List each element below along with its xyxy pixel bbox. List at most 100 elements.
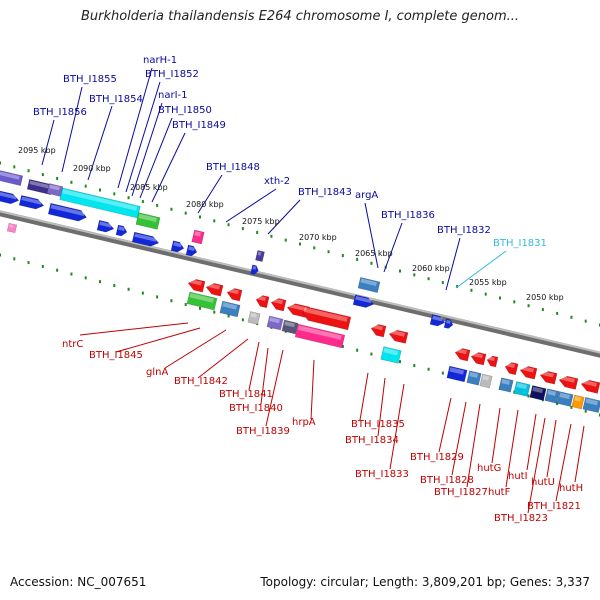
gene-arrow-rev-17 — [580, 379, 600, 394]
gene-arrow-fwd-6-shine — [134, 233, 157, 242]
inner-ring-dot — [556, 402, 559, 406]
gene-box-hutU-a-shine — [547, 389, 557, 396]
gene-arrow-rev-12-shine — [488, 356, 495, 361]
outer-ring-dot — [184, 211, 187, 215]
forward-gene-label: BTH_I1856 — [33, 107, 87, 118]
forward-gene-leader — [225, 188, 277, 223]
outer-ring-dot — [399, 269, 401, 273]
gene-box-hutU-b — [556, 391, 574, 407]
gene-arrow-fwd-5 — [115, 224, 128, 237]
gene-box-2075-shine — [257, 251, 262, 256]
gene-box-2095-a — [0, 170, 24, 186]
gene-box-glnA — [186, 291, 218, 311]
outer-ring-dot — [170, 207, 173, 211]
kbp-tick-label: 2050 kbp — [526, 293, 564, 302]
gene-arrow-rev-17-body — [580, 379, 600, 394]
gene-arrow-fwd-2-body — [18, 195, 45, 210]
gene-arrow-rev-15-body — [539, 371, 558, 385]
kbp-tick-label: 2090 kbp — [73, 164, 111, 173]
reverse-gene-label: hutG — [477, 463, 501, 474]
outer-ring-dot — [84, 184, 87, 188]
gene-arrow-rev-3 — [226, 288, 243, 302]
gene-box-hutG — [498, 377, 514, 393]
gene-arrow-rev-17-shine — [582, 379, 597, 387]
gene-arrow-rev-8 — [370, 324, 387, 338]
reverse-gene-leader — [438, 397, 452, 453]
outer-ring-dot — [270, 234, 273, 238]
gene-arrow-fwd-3 — [47, 202, 87, 222]
outer-ring-dot — [27, 169, 30, 173]
outer-ring-dot — [541, 308, 544, 312]
reverse-gene-label: BTH_I1840 — [229, 403, 283, 414]
gene-box-1839 — [281, 319, 299, 335]
gene-box-2095-b-body — [26, 179, 54, 195]
gene-arrow-fwd-2 — [18, 195, 45, 210]
gene-box-1834-body — [380, 346, 402, 364]
reverse-gene-label: hrpA — [292, 417, 316, 428]
forward-gene-leader — [125, 81, 161, 193]
gene-box-1841-shine — [250, 312, 257, 318]
forward-gene-label: narI-1 — [158, 90, 188, 101]
gene-box-1829-body — [446, 365, 468, 383]
gene-box-argA-shine — [360, 278, 377, 286]
gene-arrow-rev-13-shine — [506, 362, 515, 369]
gene-arrow-rev-11 — [470, 352, 487, 366]
reverse-gene-leader — [546, 419, 557, 478]
gene-box-argA-body — [357, 276, 381, 294]
gene-box-2075-body — [255, 249, 265, 263]
gene-arrow-rev-7-shine — [303, 307, 348, 322]
inner-ring-dot — [584, 409, 587, 413]
gene-arrow-fwd-11-shine — [432, 315, 443, 322]
outer-ring-dot — [213, 219, 216, 223]
kbp-tick-label: 2075 kbp — [242, 217, 280, 226]
forward-gene-label: BTH_I1832 — [437, 225, 491, 236]
gene-arrow-fwd-11 — [429, 314, 446, 327]
reverse-gene-leader — [527, 417, 546, 514]
kbp-tick-label: 2085 kbp — [130, 183, 168, 192]
gene-box-hrpA-body — [294, 323, 346, 349]
gene-arrow-fwd-10-shine — [355, 296, 372, 304]
gene-box-2080-body — [191, 229, 205, 245]
reverse-gene-leader — [389, 383, 405, 470]
gene-arrow-fwd-2-shine — [21, 196, 42, 205]
forward-gene-label: BTH_I1854 — [89, 94, 143, 105]
gene-box-1842-body — [219, 300, 241, 318]
gene-arrow-rev-9-body — [388, 329, 409, 344]
kbp-tick-label: 2095 kbp — [18, 146, 56, 155]
gene-box-hutG-body — [498, 377, 514, 393]
outer-ring-dot — [299, 242, 301, 246]
gene-arrow-rev-5 — [270, 298, 287, 312]
gene-box-1840-shine — [269, 317, 280, 324]
gene-arrow-fwd-9 — [250, 264, 259, 275]
inner-ring-dot — [527, 394, 530, 398]
map-title: Burkholderia thailandensis E264 chromoso… — [80, 9, 520, 24]
gene-box-1834 — [380, 346, 402, 364]
gene-box-hutU-b-body — [556, 391, 574, 407]
reverse-gene-leader — [359, 372, 369, 421]
outer-ring-dot — [241, 227, 244, 231]
gene-arrow-rev-1-shine — [189, 279, 202, 286]
forward-gene-label: xth-2 — [264, 176, 290, 187]
reverse-gene-leader — [265, 349, 284, 427]
gene-box-hrpA-shine — [297, 325, 342, 340]
reverse-gene-label: BTH_I1829 — [410, 452, 464, 463]
gene-arrow-rev-13-body — [504, 362, 519, 376]
accession-text: Accession: NC_007651 — [10, 575, 147, 589]
reverse-gene-leader — [197, 338, 249, 379]
outer-ring-dot — [127, 196, 130, 200]
gene-box-1828 — [466, 370, 482, 386]
gene-arrow-rev-11-body — [470, 352, 487, 366]
inner-ring-dot — [0, 253, 1, 257]
gene-box-1842 — [219, 300, 241, 318]
gene-box-1828-shine — [469, 371, 479, 378]
kbp-tick-label: 2060 kbp — [412, 264, 450, 273]
inner-ring-dot — [570, 405, 573, 409]
outer-ring-dot — [70, 180, 73, 184]
outer-ring-dot — [470, 288, 473, 292]
gene-arrow-fwd-4-shine — [99, 221, 112, 228]
reverse-gene-leader — [260, 347, 269, 405]
genome-summary-text: Topology: circular; Length: 3,809,201 bp… — [260, 575, 590, 589]
forward-gene-leader — [151, 132, 186, 203]
reverse-gene-label: hutH — [559, 483, 583, 494]
gene-arrow-fwd-1-body — [0, 190, 20, 205]
